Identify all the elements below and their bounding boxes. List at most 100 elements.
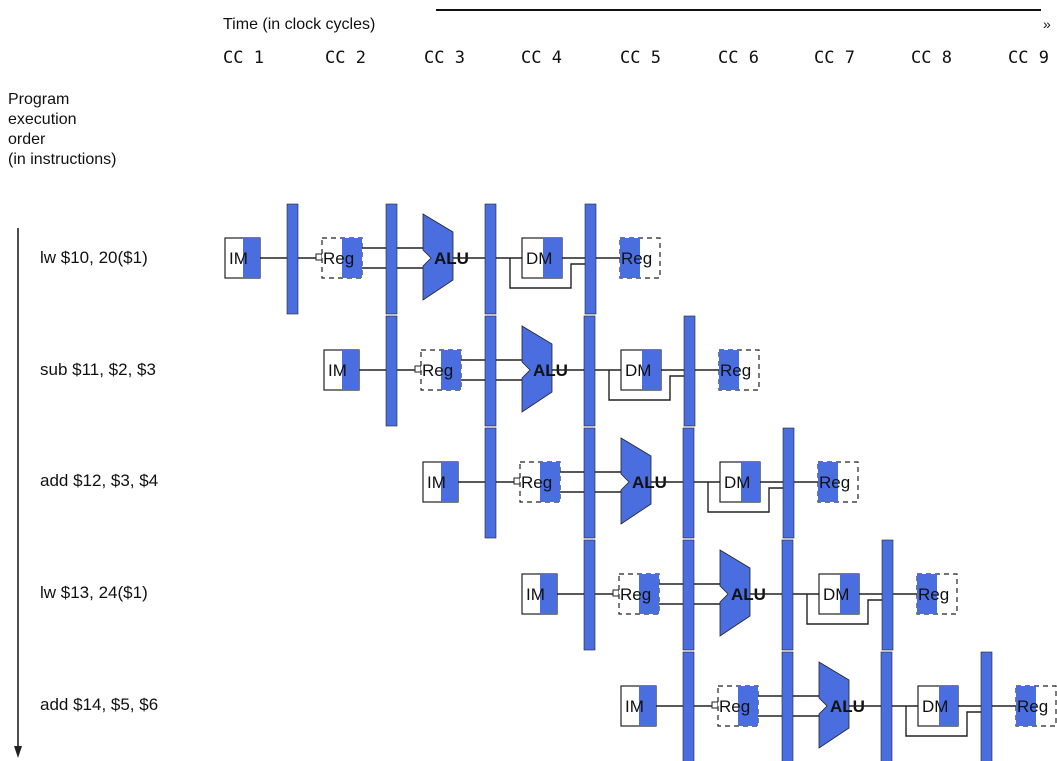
pipeline-register [385,315,398,427]
reg-write-port [612,589,620,597]
instruction-label-3: add $12, $3, $4 [40,471,159,490]
pipeline-register [781,651,794,761]
dm-fill [543,238,562,278]
im-label: IM [427,473,446,492]
instruction-label-1: lw $10, 20($1) [40,248,148,267]
alu-shape [521,325,553,413]
reg-write-fill [917,574,937,614]
time-axis-line [436,9,1041,11]
cycle-label-9: CC 9 [1008,48,1049,68]
dm-bypass-wire [608,370,684,401]
pipeline-register [682,651,695,761]
reg-read-fill [738,686,758,726]
reg-write-port [414,365,422,373]
reg-write-port [711,701,719,709]
reg-write-fill [1016,686,1036,726]
pipeline-register [484,315,497,427]
pipeline-register [682,427,695,539]
dm-fill [642,350,661,390]
dm-label: DM [922,697,948,716]
alu-label: ALU [533,361,568,380]
reg-read-fill [342,238,362,278]
program-order-line: order [8,131,46,148]
pipeline-register [583,539,596,651]
pipeline-register [980,651,993,761]
reg-write-label: Reg [819,473,850,492]
reg-write-label: Reg [1017,697,1048,716]
alu-label: ALU [434,249,469,268]
program-order-line: (in instructions) [8,151,117,168]
cycle-label-3: CC 3 [424,48,465,68]
dm-fill [741,462,760,502]
dm-bypass-wire [905,706,981,737]
dm-fill [840,574,859,614]
pipeline-register [583,315,596,427]
im-label: IM [328,361,347,380]
reg-read-fill [441,350,461,390]
pipeline-register [683,315,696,427]
dm-label: DM [724,473,750,492]
im-label: IM [229,249,248,268]
im-label: IM [526,585,545,604]
cycle-label-4: CC 4 [521,48,562,68]
alu-label: ALU [731,585,766,604]
cycle-label-2: CC 2 [325,48,366,68]
reg-write-fill [818,462,838,502]
alu-label: ALU [632,473,667,492]
reg-read-label: Reg [323,249,354,268]
pipeline-register [881,539,894,651]
program-order-label: Program execution order (in instructions… [8,90,116,170]
dm-bypass-wire [806,594,882,625]
pipeline-register [584,203,597,315]
reg-read-label: Reg [422,361,453,380]
pipeline-register [286,203,299,315]
program-order-line: execution [8,111,77,128]
im-fill [342,350,359,390]
pipeline-register [781,539,794,651]
pipeline-register [484,203,497,315]
reg-read-label: Reg [620,585,651,604]
reg-write-port [513,477,521,485]
dm-label: DM [823,585,849,604]
dm-bypass-wire [509,258,585,289]
time-axis-arrow: » [1043,16,1051,32]
instruction-label-4: lw $13, 24($1) [40,583,148,602]
im-fill [540,574,557,614]
pipeline-register [385,203,398,315]
dm-bypass-wire [707,482,783,513]
cycle-label-6: CC 6 [718,48,759,68]
instruction-label-2: sub $11, $2, $3 [40,360,156,379]
alu-shape [818,661,850,749]
program-order-line: Program [8,91,70,108]
dm-label: DM [526,249,552,268]
reg-read-label: Reg [521,473,552,492]
cycle-label-8: CC 8 [911,48,952,68]
reg-read-fill [639,574,659,614]
time-axis-label: Time (in clock cycles) [223,16,376,33]
cycle-label-7: CC 7 [814,48,855,68]
pipeline-register [583,427,596,539]
im-fill [639,686,656,726]
reg-read-fill [540,462,560,502]
reg-write-port [315,253,323,261]
dm-label: DM [625,361,651,380]
reg-write-fill [719,350,739,390]
alu-shape [719,549,751,637]
im-label: IM [625,697,644,716]
reg-write-label: Reg [720,361,751,380]
im-fill [441,462,458,502]
pipeline-register [782,427,795,539]
reg-write-fill [620,238,640,278]
im-fill [243,238,260,278]
program-order-arrowhead [14,746,22,758]
pipeline-register [484,427,497,539]
reg-read-label: Reg [719,697,750,716]
alu-shape [422,213,454,301]
instruction-label-5: add $14, $5, $6 [40,695,159,714]
reg-write-label: Reg [918,585,949,604]
alu-shape [620,437,652,525]
dm-fill [939,686,958,726]
cycle-label-1: CC 1 [223,48,264,68]
